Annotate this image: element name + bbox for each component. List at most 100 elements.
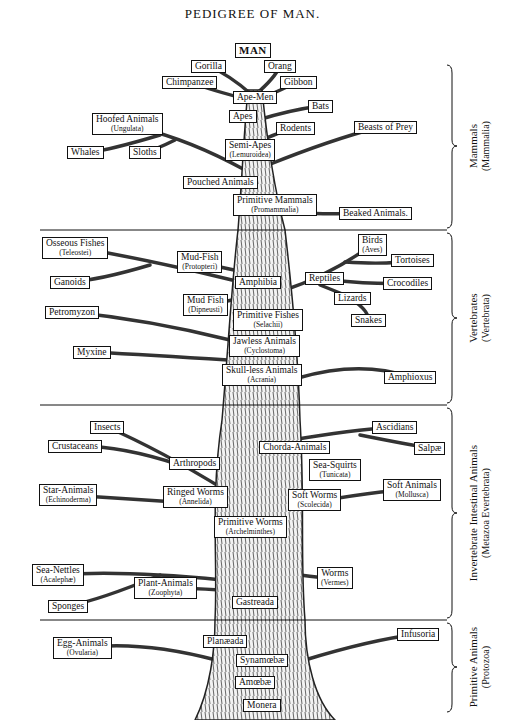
taxon-label-box: Star-Animals(Echinoderma) [39,484,97,506]
taxon-name: Amphioxus [388,372,432,383]
taxon-name: Beasts of Prey [358,122,413,133]
section-name: Vertebrates [467,238,480,398]
taxon-label-box: Apes [229,110,257,123]
taxon-label-box: Ascidians [372,421,417,434]
taxon-label-box: Crocodiles [383,277,432,290]
taxon-name: Rodents [280,123,311,134]
taxon-name: Skull-less Animals [226,365,298,376]
section-label: Invertebrate Intestinal Animals(Metazoa … [467,423,491,603]
taxon-latin-name: (Zoophyta) [138,589,193,598]
section-bracket [447,408,457,618]
taxon-name: Salpæ [418,443,441,454]
taxon-latin-name: (Aves) [362,246,383,255]
taxon-label-box: Infusoria [397,628,439,641]
taxon-name: Petromyzon [49,307,95,318]
taxon-name: Beaked Animals. [343,208,408,219]
taxon-name: Chimpanzee [166,77,213,88]
taxon-name: Reptiles [309,273,340,284]
taxon-name: Crocodiles [387,278,428,289]
taxon-label-box: Crustaceans [48,440,102,453]
taxon-label-box: Gastreada [232,596,278,609]
section-divider [40,405,447,406]
taxon-name: Infusoria [401,629,435,640]
taxon-label-box: Petromyzon [45,306,99,319]
taxon-label-box: Plant-Animals(Zoophyta) [134,577,197,599]
taxon-latin-name: (Dipneusti) [187,306,224,315]
taxon-label-box: Gorilla [191,60,226,73]
taxon-label-box: Sloths [129,146,161,159]
taxon-label-box: Pouched Animals [183,176,258,189]
taxon-name: MAN [239,44,267,57]
taxon-latin-name: (Cyclostoma) [233,347,296,356]
taxon-label-box: Skull-less Animals(Acrania) [222,364,302,386]
taxon-name: Sea-Nettles [36,565,80,576]
taxon-name: Plant-Animals [138,578,193,589]
taxon-name: Hoofed Animals [96,114,159,125]
taxon-name: Gibbon [284,77,313,88]
taxon-label-box: Sea-Nettles(Acalephæ) [32,564,84,586]
taxon-name: Synamœbæ [240,655,284,666]
taxon-name: Gastreada [236,597,274,608]
taxon-label-box: Whales [67,146,104,159]
taxon-name: Birds [362,235,383,246]
taxon-label-box: Ganoids [50,276,90,289]
section-latin-name: (Protozoa) [480,617,492,717]
section-name: Primitive Animals [467,617,480,717]
taxon-latin-name: (Mollusca) [387,491,437,500]
taxon-latin-name: (Echinoderma) [43,496,93,505]
taxon-name: Lizards [338,293,367,304]
taxon-label-box: Ape-Men [233,91,277,104]
taxon-label-box: Soft Animals(Mollusca) [383,479,441,501]
taxon-name: Primitive Mammals [237,195,313,206]
taxon-label-box: Beaked Animals. [339,207,412,220]
taxon-label-box: Egg-Animals(Ovularia) [53,637,112,659]
section-label: Mammals(Mammalia) [467,71,491,221]
taxon-label-box: Soft Worms(Scolecida) [288,489,341,511]
taxon-name: Mud Fish [187,295,224,306]
taxon-latin-name: (Scolecida) [292,501,337,510]
taxon-name: Amphibia [239,277,277,288]
taxon-name: Mud-Fish [181,252,218,263]
taxon-label-box: Sea-Squirts(Tunicata) [309,459,361,481]
taxon-label-box: Jawless Animals(Cyclostoma) [229,335,300,357]
taxon-name: Semi-Apes [229,140,271,151]
section-label: Vertebrates(Vertebrata) [467,238,491,398]
taxon-label-box: Insects [90,421,124,434]
taxon-label-box: Gibbon [280,76,317,89]
taxon-label-box: Osseous Fishes(Teleostei) [42,237,108,259]
taxon-latin-name: (Protopteri) [181,263,218,272]
taxon-label-box: Beasts of Prey [354,121,417,134]
branch [92,352,228,360]
taxon-latin-name: (Ovularia) [57,649,108,658]
taxon-name: Sloths [133,147,157,158]
taxon-name: Myxine [77,347,107,358]
taxon-label-box: Chorda-Animals [259,441,330,454]
taxon-label-box: Worms(Vermes) [317,567,353,589]
taxon-name: Planæada [207,636,243,647]
section-latin-name: (Mammalia) [480,71,492,221]
taxon-label-box: Chimpanzee [162,76,217,89]
section-bracket [447,623,457,712]
taxon-label-box: Rodents [276,122,315,135]
taxon-label-box: Synamœbæ [236,654,288,667]
taxon-label-box: MAN [235,43,271,58]
section-latin-name: (Metazoa Evertebrata) [480,423,492,603]
taxon-name: Ascidians [376,422,413,433]
taxon-label-box: Snakes [351,314,386,327]
taxon-name: Orang [268,61,292,72]
taxon-name: Osseous Fishes [46,238,104,249]
taxon-name: Worms [321,568,349,579]
taxon-latin-name: (Lemuroidea) [229,151,271,160]
taxon-label-box: Tortoises [391,254,434,267]
taxon-name: Ringed Worms [167,487,224,498]
taxon-name: Tortoises [395,255,430,266]
taxon-latin-name: (Selachii) [237,321,299,330]
taxon-name: Snakes [355,315,382,326]
taxon-label-box: Planæada [203,635,247,648]
taxon-latin-name: (Vermes) [321,579,349,588]
taxon-name: Bats [312,101,329,112]
taxon-label-box: Semi-Apes(Lemuroidea) [225,139,275,161]
taxon-name: Whales [71,147,100,158]
taxon-latin-name: (Acrania) [226,376,298,385]
